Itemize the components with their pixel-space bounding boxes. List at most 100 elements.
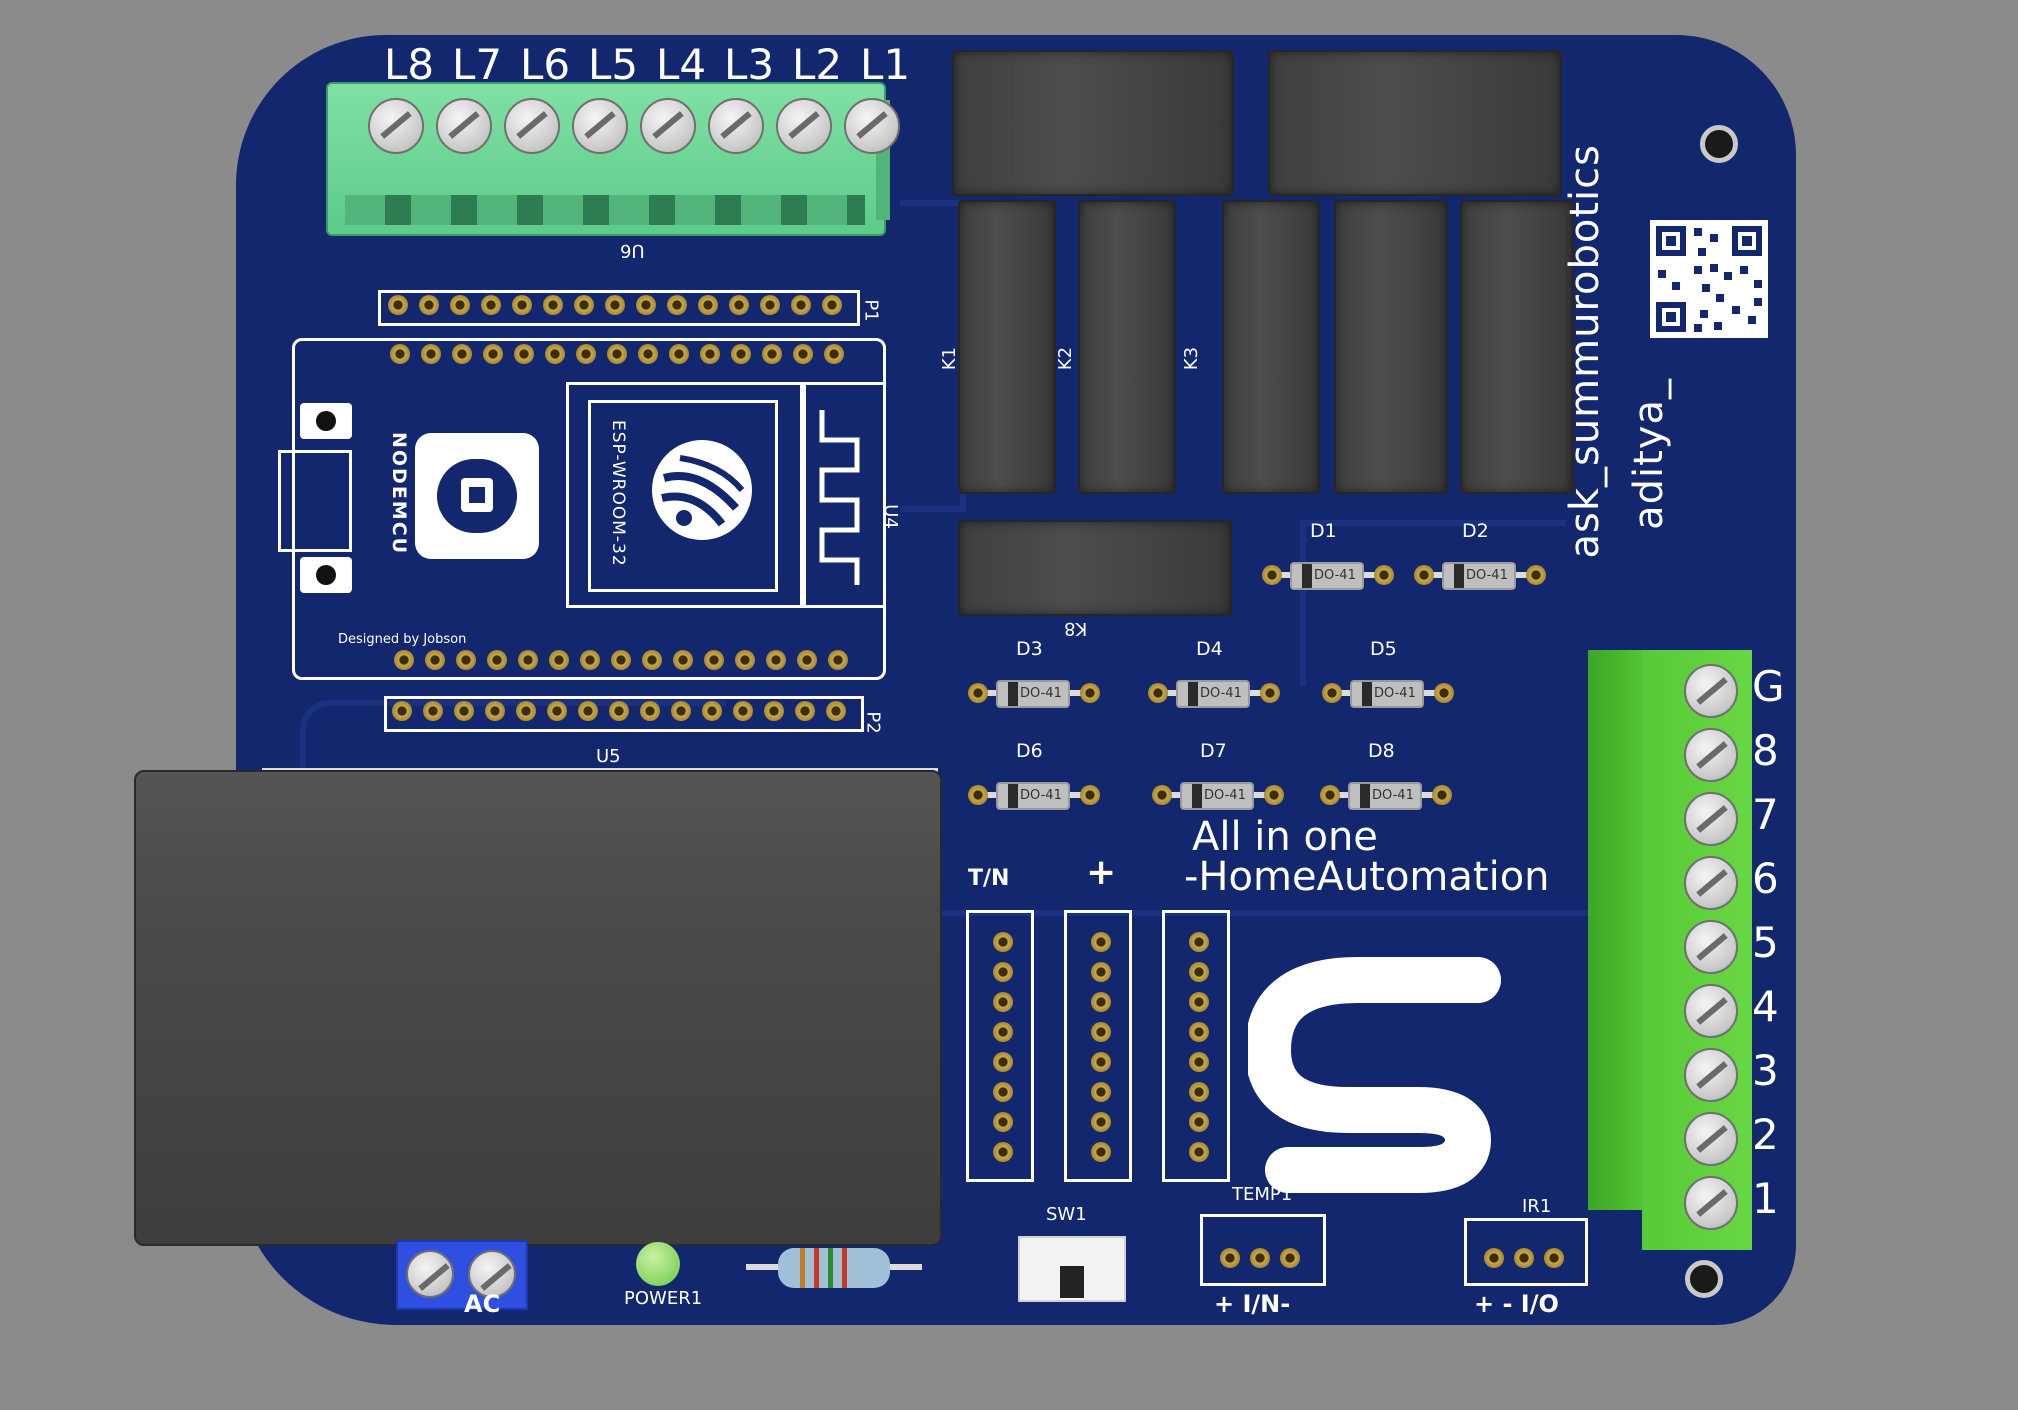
header-pin (702, 701, 722, 721)
header-pin (454, 701, 474, 721)
pad (1091, 1022, 1111, 1042)
pad (1189, 992, 1209, 1012)
screw-icon (708, 98, 764, 154)
header-pin (609, 701, 629, 721)
pad (993, 1052, 1013, 1072)
resistor-band (814, 1248, 819, 1288)
terminal-label-3: 3 (1752, 1046, 1779, 1095)
screw-icon (844, 98, 900, 154)
mounting-hole (1685, 1260, 1723, 1298)
designer-credit: Designed by Jobson (338, 632, 467, 647)
terminal-label-6: 6 (1752, 854, 1779, 903)
author-text: aditya_ (1626, 378, 1672, 530)
diode-package: DO-41 (1020, 788, 1062, 803)
terminal-label-8: 8 (1752, 726, 1779, 775)
esp32-shield-outline (588, 400, 778, 592)
diode-body: DO-41 (1176, 680, 1250, 708)
module-pin (762, 344, 782, 364)
screw-icon (640, 98, 696, 154)
chip-icon (461, 478, 493, 512)
pad (1080, 683, 1100, 703)
terminal-label-l8: L8 (384, 40, 435, 89)
terminal-block-teeth (345, 195, 865, 225)
power-label: POWER1 (624, 1288, 703, 1309)
pad (1322, 683, 1342, 703)
pad (1091, 1112, 1111, 1132)
pad (993, 1112, 1013, 1132)
diode-band (1008, 682, 1018, 706)
pad (1414, 565, 1434, 585)
header-pin (822, 295, 842, 315)
screw-icon (1684, 728, 1738, 782)
terminal-label-1: 1 (1752, 1174, 1779, 1223)
terminal-label-7: 7 (1752, 790, 1779, 839)
ir-label: IR1 (1522, 1196, 1552, 1217)
header-pin (671, 701, 691, 721)
ir-connector-outline (1464, 1218, 1588, 1286)
header-pin (578, 701, 598, 721)
nodemcu-logo (415, 433, 539, 559)
pad (1189, 1142, 1209, 1162)
temp-pins-label: + I/N- (1214, 1290, 1291, 1318)
diode-package: DO-41 (1466, 568, 1508, 583)
pad (1526, 565, 1546, 585)
diode-body: DO-41 (996, 782, 1070, 810)
module-pin (824, 344, 844, 364)
diode-band (1362, 682, 1372, 706)
pad (1091, 962, 1111, 982)
pad (1280, 1248, 1300, 1268)
terminal-label-2: 2 (1752, 1110, 1779, 1159)
screw-icon (406, 1250, 454, 1298)
screw-icon (1684, 1112, 1738, 1166)
diode-package: DO-41 (1374, 686, 1416, 701)
diode-band (1302, 564, 1312, 588)
mounting-hole (1700, 125, 1738, 163)
screw-icon (368, 98, 424, 154)
module-pin (576, 344, 596, 364)
ref-u4: U4 (879, 504, 901, 529)
header-pin (512, 295, 532, 315)
header-pin (423, 701, 443, 721)
module-pin (642, 650, 662, 670)
diode-ref: D4 (1196, 638, 1223, 660)
header-pin (636, 295, 656, 315)
terminal-label-l4: L4 (656, 40, 707, 89)
pad (1152, 785, 1172, 805)
module-pin (580, 650, 600, 670)
ir-pins-label: + - I/O (1474, 1290, 1559, 1318)
ref-p1: P1 (860, 299, 882, 322)
copper-trace (1300, 520, 1566, 686)
pad (1484, 1248, 1504, 1268)
module-pin (704, 650, 724, 670)
copper-trace (300, 700, 726, 786)
relay-k2 (1078, 200, 1176, 494)
boot-button[interactable] (300, 403, 352, 439)
pad (1320, 785, 1340, 805)
module-pin (394, 650, 414, 670)
reset-button[interactable] (300, 557, 352, 593)
slide-switch[interactable] (1018, 1236, 1126, 1302)
header-pin (795, 701, 815, 721)
diode-body: DO-41 (1442, 562, 1516, 590)
ref-k3: K3 (1181, 346, 1203, 371)
pad (1189, 962, 1209, 982)
header-pin (729, 295, 749, 315)
diode-band (1192, 784, 1202, 808)
jst-connector-outline (1162, 910, 1230, 1182)
switch-knob[interactable] (1060, 1266, 1084, 1298)
screw-icon (1684, 1048, 1738, 1102)
pad (993, 932, 1013, 952)
ac-label: AC (464, 1290, 501, 1318)
usb-port-outline (278, 450, 352, 552)
pad (993, 1022, 1013, 1042)
module-pin (611, 650, 631, 670)
diode-body: DO-41 (996, 680, 1070, 708)
header-pin (760, 295, 780, 315)
pad (968, 785, 988, 805)
pad (1148, 683, 1168, 703)
pad (1260, 683, 1280, 703)
ref-k2: K2 (1055, 346, 1077, 371)
diode-package: DO-41 (1372, 788, 1414, 803)
module-pin (766, 650, 786, 670)
